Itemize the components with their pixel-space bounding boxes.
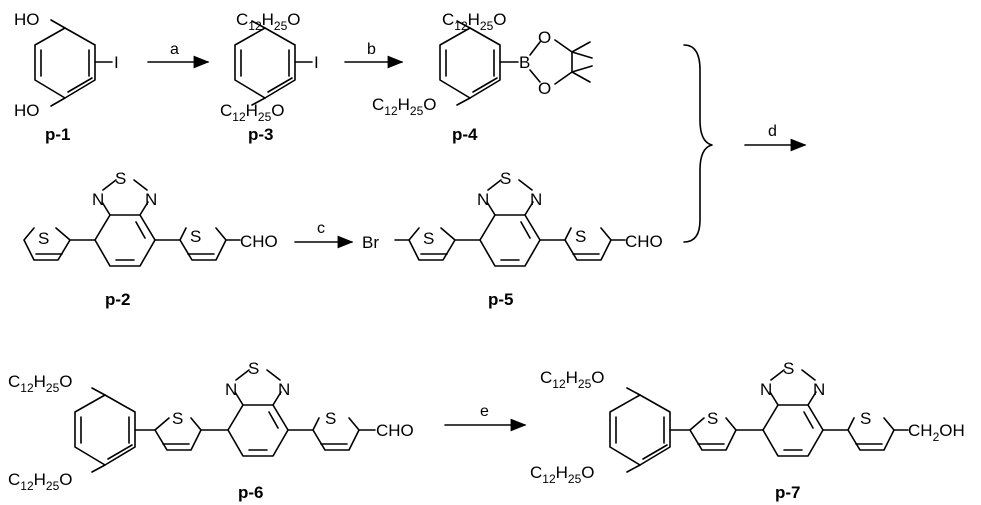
aldehyde-label: CHO bbox=[625, 232, 663, 251]
oxygen-label: O bbox=[538, 28, 551, 47]
sulfur-label: S bbox=[248, 359, 259, 378]
alkoxy-label: C12H25O bbox=[8, 470, 73, 493]
reagent-b: b bbox=[367, 41, 376, 58]
sulfur-label: S bbox=[500, 169, 511, 188]
sulfur-label: S bbox=[783, 359, 794, 378]
compound-label-p7: p-7 bbox=[775, 483, 801, 502]
bromo-label: Br bbox=[362, 233, 379, 252]
reagent-e: e bbox=[480, 403, 489, 420]
sulfur-label: S bbox=[190, 227, 201, 246]
nitrogen-label: N bbox=[92, 190, 104, 209]
nitrogen-label: N bbox=[278, 380, 290, 399]
nitrogen-label: N bbox=[760, 380, 772, 399]
sulfur-label: S bbox=[38, 229, 49, 248]
compound-p5: N N S S Br S CHO p-5 bbox=[362, 169, 663, 309]
compound-p1: HO HO I p-1 bbox=[14, 10, 119, 144]
alkoxy-label: C12H25O bbox=[8, 372, 73, 395]
compound-label-p5: p-5 bbox=[488, 290, 514, 309]
sulfur-label: S bbox=[172, 409, 183, 428]
compound-p2: N N S S S CHO p-2 bbox=[23, 169, 278, 309]
sulfur-label: S bbox=[325, 409, 336, 428]
reagent-d: d bbox=[768, 123, 777, 140]
sulfur-label: S bbox=[707, 409, 718, 428]
alkoxy-label: C12H25O bbox=[540, 368, 605, 391]
alkoxy-label: C12H25O bbox=[220, 101, 285, 124]
compound-label-p3: p-3 bbox=[248, 125, 274, 144]
sulfur-label: S bbox=[423, 229, 434, 248]
compound-label-p6: p-6 bbox=[238, 483, 264, 502]
compound-label-p1: p-1 bbox=[45, 125, 71, 144]
nitrogen-label: N bbox=[477, 190, 489, 209]
iodo-label: I bbox=[114, 53, 119, 72]
alkoxy-label: C12H25O bbox=[530, 463, 595, 486]
alkoxy-label: C12H25O bbox=[442, 10, 507, 33]
nitrogen-label: N bbox=[145, 190, 157, 209]
combine-brace bbox=[683, 44, 713, 243]
aldehyde-label: CHO bbox=[376, 421, 414, 440]
sulfur-label: S bbox=[115, 169, 126, 188]
hydroxymethyl-label: CH2OH bbox=[908, 421, 965, 444]
sulfur-label: S bbox=[860, 409, 871, 428]
boron-label: B bbox=[519, 53, 530, 72]
aldehyde-label: CHO bbox=[240, 232, 278, 251]
iodo-label: I bbox=[314, 53, 319, 72]
oxygen-label: O bbox=[538, 79, 551, 98]
hydroxy-label: HO bbox=[14, 10, 40, 29]
compound-p3: C12H25O C12H25O I p-3 bbox=[220, 10, 319, 144]
sulfur-label: S bbox=[575, 227, 586, 246]
compound-p4: C12H25O C12H25O B O O p-4 bbox=[372, 10, 593, 144]
alkoxy-label: C12H25O bbox=[236, 10, 301, 33]
compound-p6: C12H25O C12H25O S N N S S CHO p-6 bbox=[8, 359, 414, 502]
reagent-c: c bbox=[317, 220, 325, 237]
nitrogen-label: N bbox=[813, 380, 825, 399]
nitrogen-label: N bbox=[530, 190, 542, 209]
compound-p7: C12H25O C12H25O S N N S S CH2OH p-7 bbox=[530, 359, 965, 502]
nitrogen-label: N bbox=[225, 380, 237, 399]
compound-label-p2: p-2 bbox=[105, 290, 131, 309]
alkoxy-label: C12H25O bbox=[372, 95, 437, 118]
reagent-a: a bbox=[170, 41, 179, 58]
hydroxy-label: HO bbox=[14, 101, 40, 120]
compound-label-p4: p-4 bbox=[452, 125, 478, 144]
